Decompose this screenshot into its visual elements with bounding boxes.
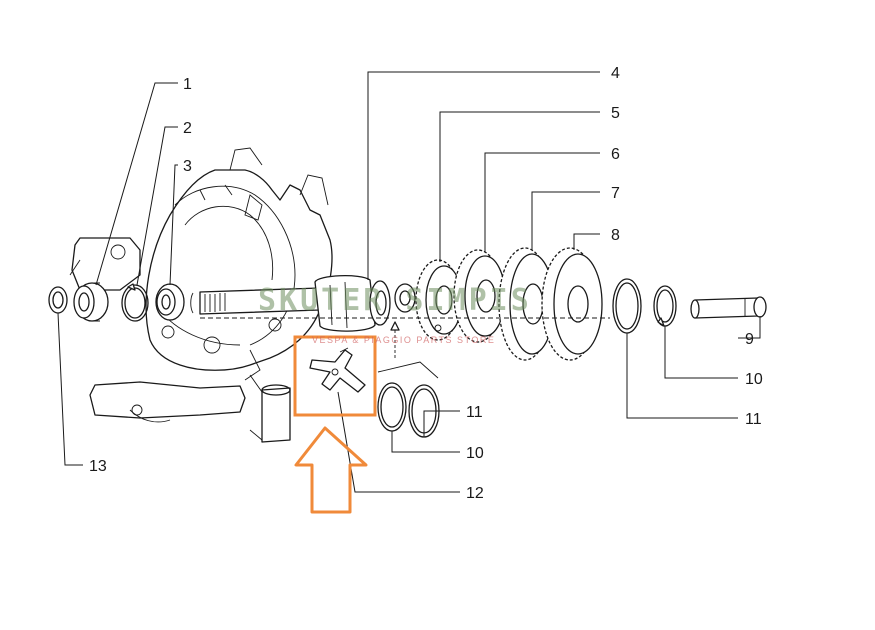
callout-numbers: 1 2 3 4 5 6 7 8 9 10 11 11 10 12 13 <box>89 65 763 502</box>
part-1-bearing <box>73 282 109 322</box>
callout-9: 9 <box>745 331 754 348</box>
part-8-gear <box>541 247 603 361</box>
part-12-selector-cross <box>309 347 366 393</box>
part-10-circlip-right <box>653 285 677 327</box>
part-2-circlip <box>121 283 149 322</box>
highlight-box <box>293 335 377 417</box>
splined-collar <box>394 283 416 313</box>
part-3-bearing <box>155 283 185 321</box>
callout-8: 8 <box>611 227 620 244</box>
callout-7: 7 <box>611 185 620 202</box>
watermark-sub: VESPA & PIAGGIO PARTS STORE <box>312 335 495 345</box>
callout-4: 4 <box>611 65 620 82</box>
gearbox-housing <box>69 147 333 443</box>
part-9-pin <box>690 296 767 319</box>
callout-11-right: 11 <box>745 411 762 428</box>
watermark-main: SKUTER SIMPIS <box>258 283 532 318</box>
callout-6: 6 <box>611 146 620 163</box>
part-5-gear <box>415 259 463 341</box>
callout-13: 13 <box>89 458 107 475</box>
part-6-gear <box>453 249 506 343</box>
callout-1: 1 <box>183 76 192 93</box>
highlight-arrow-icon <box>294 426 368 514</box>
watermark: SKUTER SIMPIS VESPA & PIAGGIO PARTS STOR… <box>258 283 532 345</box>
part-7-gear <box>498 247 555 361</box>
callout-10-right: 10 <box>745 371 763 388</box>
part-4-main-shaft <box>190 275 391 332</box>
part-13-bearing <box>48 286 68 314</box>
callout-5: 5 <box>611 105 620 122</box>
callout-10-lower: 10 <box>466 445 484 462</box>
part-10-circlip-lower <box>377 382 407 432</box>
callout-3: 3 <box>183 158 192 175</box>
axis-line <box>377 361 439 379</box>
highlight-marker <box>293 335 377 514</box>
callout-11-lower: 11 <box>466 404 483 421</box>
axis-arrow <box>390 321 400 331</box>
part-11-ring-right <box>612 278 642 334</box>
callout-2: 2 <box>183 120 192 137</box>
leader-lines <box>57 71 761 493</box>
callout-12: 12 <box>466 485 484 502</box>
